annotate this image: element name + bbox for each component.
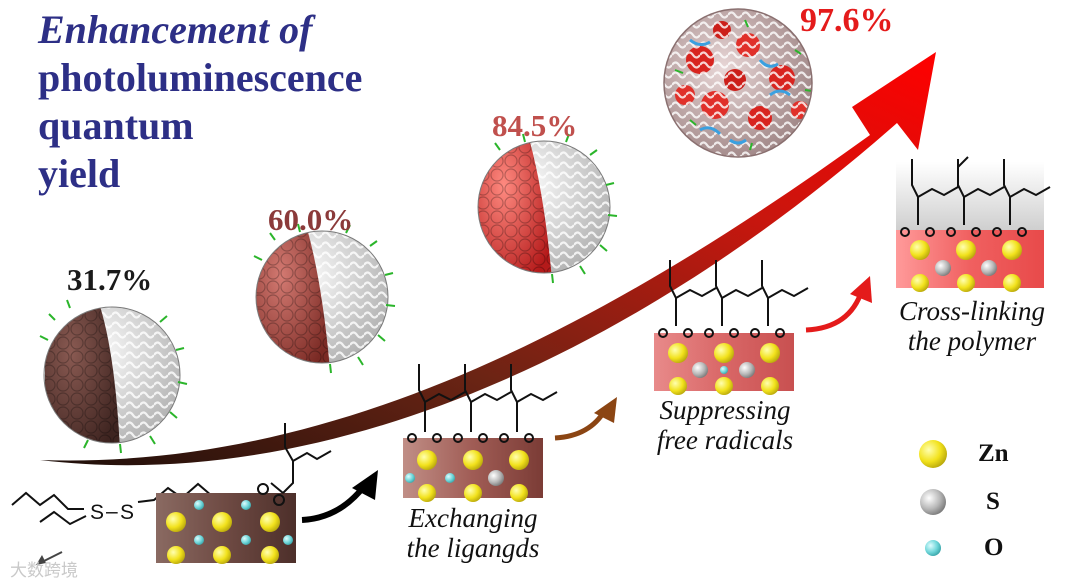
step-label-exchange: Exchanging the ligangds — [384, 503, 562, 563]
yield-1: 31.7% — [67, 262, 153, 297]
step-label-suppress: Suppressing free radicals — [632, 395, 818, 455]
step-label-suppress-line2: free radicals — [656, 425, 794, 455]
enhancement-arrow — [40, 52, 936, 466]
yield-3: 84.5% — [492, 108, 578, 143]
legend-s-marker — [920, 489, 946, 515]
legend-zn-label: Zn — [978, 440, 1009, 467]
step-label-exchange-line2: the ligangds — [406, 533, 540, 563]
step-label-crosslink: Cross-linking the polymer — [872, 296, 1072, 356]
watermark: 大数跨境 — [10, 561, 78, 581]
quantum-dot-2 — [253, 223, 396, 374]
disulfide-ligand — [11, 482, 213, 565]
disulfide-atom-1: S — [90, 501, 104, 524]
step-label-crosslink-line1: Cross-linking — [898, 296, 1045, 326]
nanocrystal-slab-2 — [403, 364, 558, 502]
step-arrow-1 — [301, 470, 378, 523]
step-label-suppress-line1: Suppressing — [659, 395, 791, 425]
step-arrow-3 — [805, 276, 872, 333]
step-label-exchange-line1: Exchanging — [408, 503, 538, 533]
title-line-4: yield — [38, 151, 121, 196]
legend-o-label: O — [984, 534, 1004, 561]
free-ligand — [257, 423, 332, 506]
legend-markers — [919, 440, 947, 556]
title-line-2: photoluminescence — [38, 55, 363, 100]
title-line-3: quantum — [38, 103, 194, 148]
step-arrow-2 — [554, 397, 617, 441]
nanocrystal-slab-4 — [896, 156, 1051, 292]
step-label-crosslink-line2: the polymer — [907, 326, 1037, 356]
title-line-1: Enhancement of — [38, 7, 313, 52]
nanocrystal-slab-3 — [654, 260, 809, 395]
disulfide-atom-2: S — [120, 501, 134, 524]
legend-zn-marker — [919, 440, 947, 468]
yield-4: 97.6% — [800, 2, 894, 39]
disulfide-bond: – — [106, 500, 118, 523]
legend-o-marker — [925, 540, 941, 556]
quantum-dot-1 — [39, 299, 188, 454]
yield-2: 60.0% — [268, 202, 354, 237]
nanocrystal-slab-1 — [156, 493, 296, 564]
quantum-dot-3 — [477, 133, 618, 284]
quantum-dot-composite — [663, 8, 813, 158]
legend-s-label: S — [986, 488, 1000, 515]
